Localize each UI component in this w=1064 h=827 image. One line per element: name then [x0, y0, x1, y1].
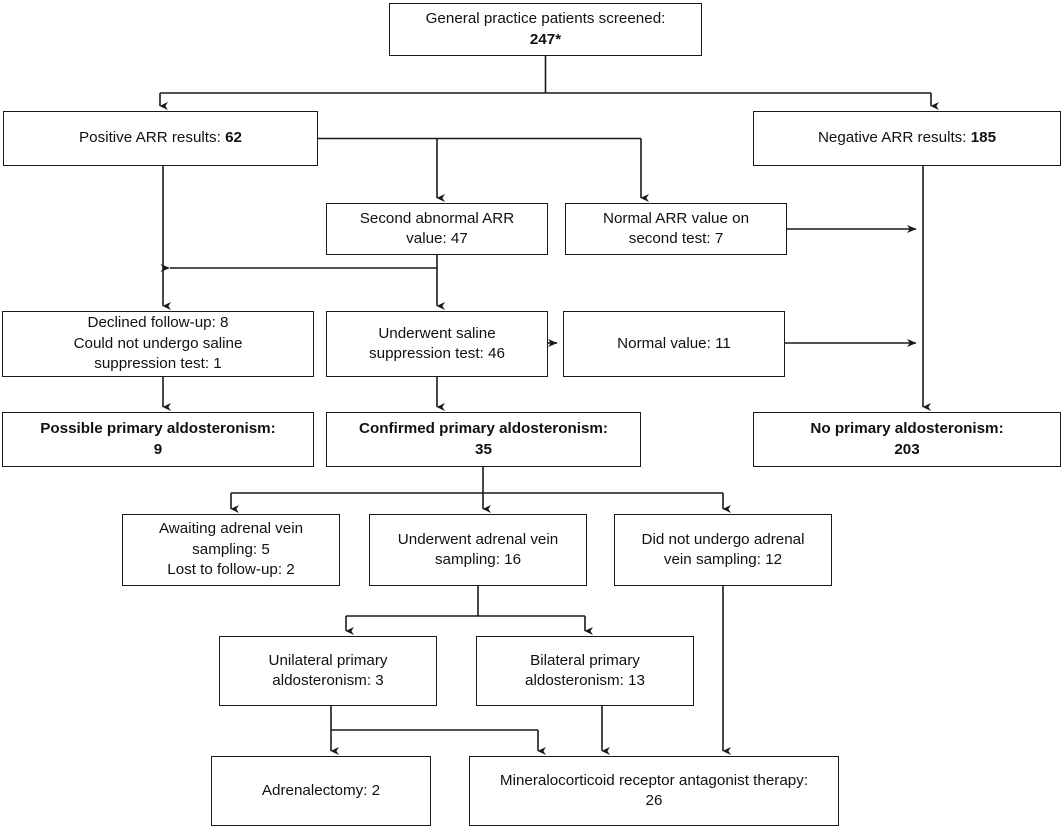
node-label-no-avs: Did not undergo adrenal vein sampling: 1… — [641, 530, 805, 568]
node-label-bilateral-pa: Bilateral primary aldosteronism: 13 — [525, 651, 645, 689]
node-label-mra-therapy: Mineralocorticoid receptor antagonist th… — [499, 771, 809, 809]
node-value-negative-arr: 185 — [970, 129, 997, 147]
node-label-normal-second-test: Normal ARR value on second test: 7 — [602, 209, 750, 247]
node-no-avs: Did not undergo adrenal vein sampling: 1… — [614, 514, 832, 586]
node-value-screened: 247* — [529, 30, 562, 48]
node-saline-test: Underwent saline suppression test: 46 — [326, 311, 548, 377]
node-label-underwent-avs: Underwent adrenal vein sampling: 16 — [397, 530, 559, 568]
node-label-unilateral-pa: Unilateral primary aldosteronism: 3 — [268, 651, 388, 689]
node-label-positive-arr: Positive ARR results: 62 — [79, 129, 242, 147]
node-label-saline-test: Underwent saline suppression test: 46 — [369, 324, 505, 362]
node-normal-value: Normal value: 11 — [563, 311, 785, 377]
node-awaiting-avs: Awaiting adrenal vein sampling: 5 Lost t… — [122, 514, 340, 586]
node-label-adrenalectomy: Adrenalectomy: 2 — [261, 781, 381, 799]
node-confirmed-pa: Confirmed primary aldosteronism: 35 — [326, 412, 641, 467]
node-negative-arr: Negative ARR results: 185 — [753, 111, 1061, 166]
node-bilateral-pa: Bilateral primary aldosteronism: 13 — [476, 636, 694, 706]
edge-second-to-declined — [160, 255, 438, 272]
node-mra-therapy: Mineralocorticoid receptor antagonist th… — [469, 756, 839, 826]
node-declined: Declined follow-up: 8 Could not undergo … — [2, 311, 314, 377]
node-label-no-pa: No primary aldosteronism: 203 — [810, 420, 1004, 458]
node-label-declined: Declined follow-up: 8 Could not undergo … — [73, 314, 243, 373]
node-unilateral-pa: Unilateral primary aldosteronism: 3 — [219, 636, 437, 706]
node-label-confirmed-pa: Confirmed primary aldosteronism: 35 — [359, 420, 608, 458]
node-label-awaiting-avs: Awaiting adrenal vein sampling: 5 Lost t… — [158, 520, 304, 579]
node-adrenalectomy: Adrenalectomy: 2 — [211, 756, 431, 826]
node-positive-arr: Positive ARR results: 62 — [3, 111, 318, 166]
node-label-second-abnormal: Second abnormal ARR value: 47 — [359, 209, 515, 247]
node-label-negative-arr: Negative ARR results: 185 — [817, 129, 997, 147]
node-label-possible-pa: Possible primary aldosteronism: 9 — [40, 420, 276, 458]
node-normal-second-test: Normal ARR value on second test: 7 — [565, 203, 787, 255]
node-label-normal-value: Normal value: 11 — [617, 334, 731, 352]
node-second-abnormal: Second abnormal ARR value: 47 — [326, 203, 548, 255]
node-possible-pa: Possible primary aldosteronism: 9 — [2, 412, 314, 467]
node-screened: General practice patients screened:247* — [389, 3, 702, 56]
node-no-pa: No primary aldosteronism: 203 — [753, 412, 1061, 467]
node-value-positive-arr: 62 — [225, 129, 242, 147]
node-label-screened: General practice patients screened:247* — [425, 10, 666, 48]
node-underwent-avs: Underwent adrenal vein sampling: 16 — [369, 514, 587, 586]
